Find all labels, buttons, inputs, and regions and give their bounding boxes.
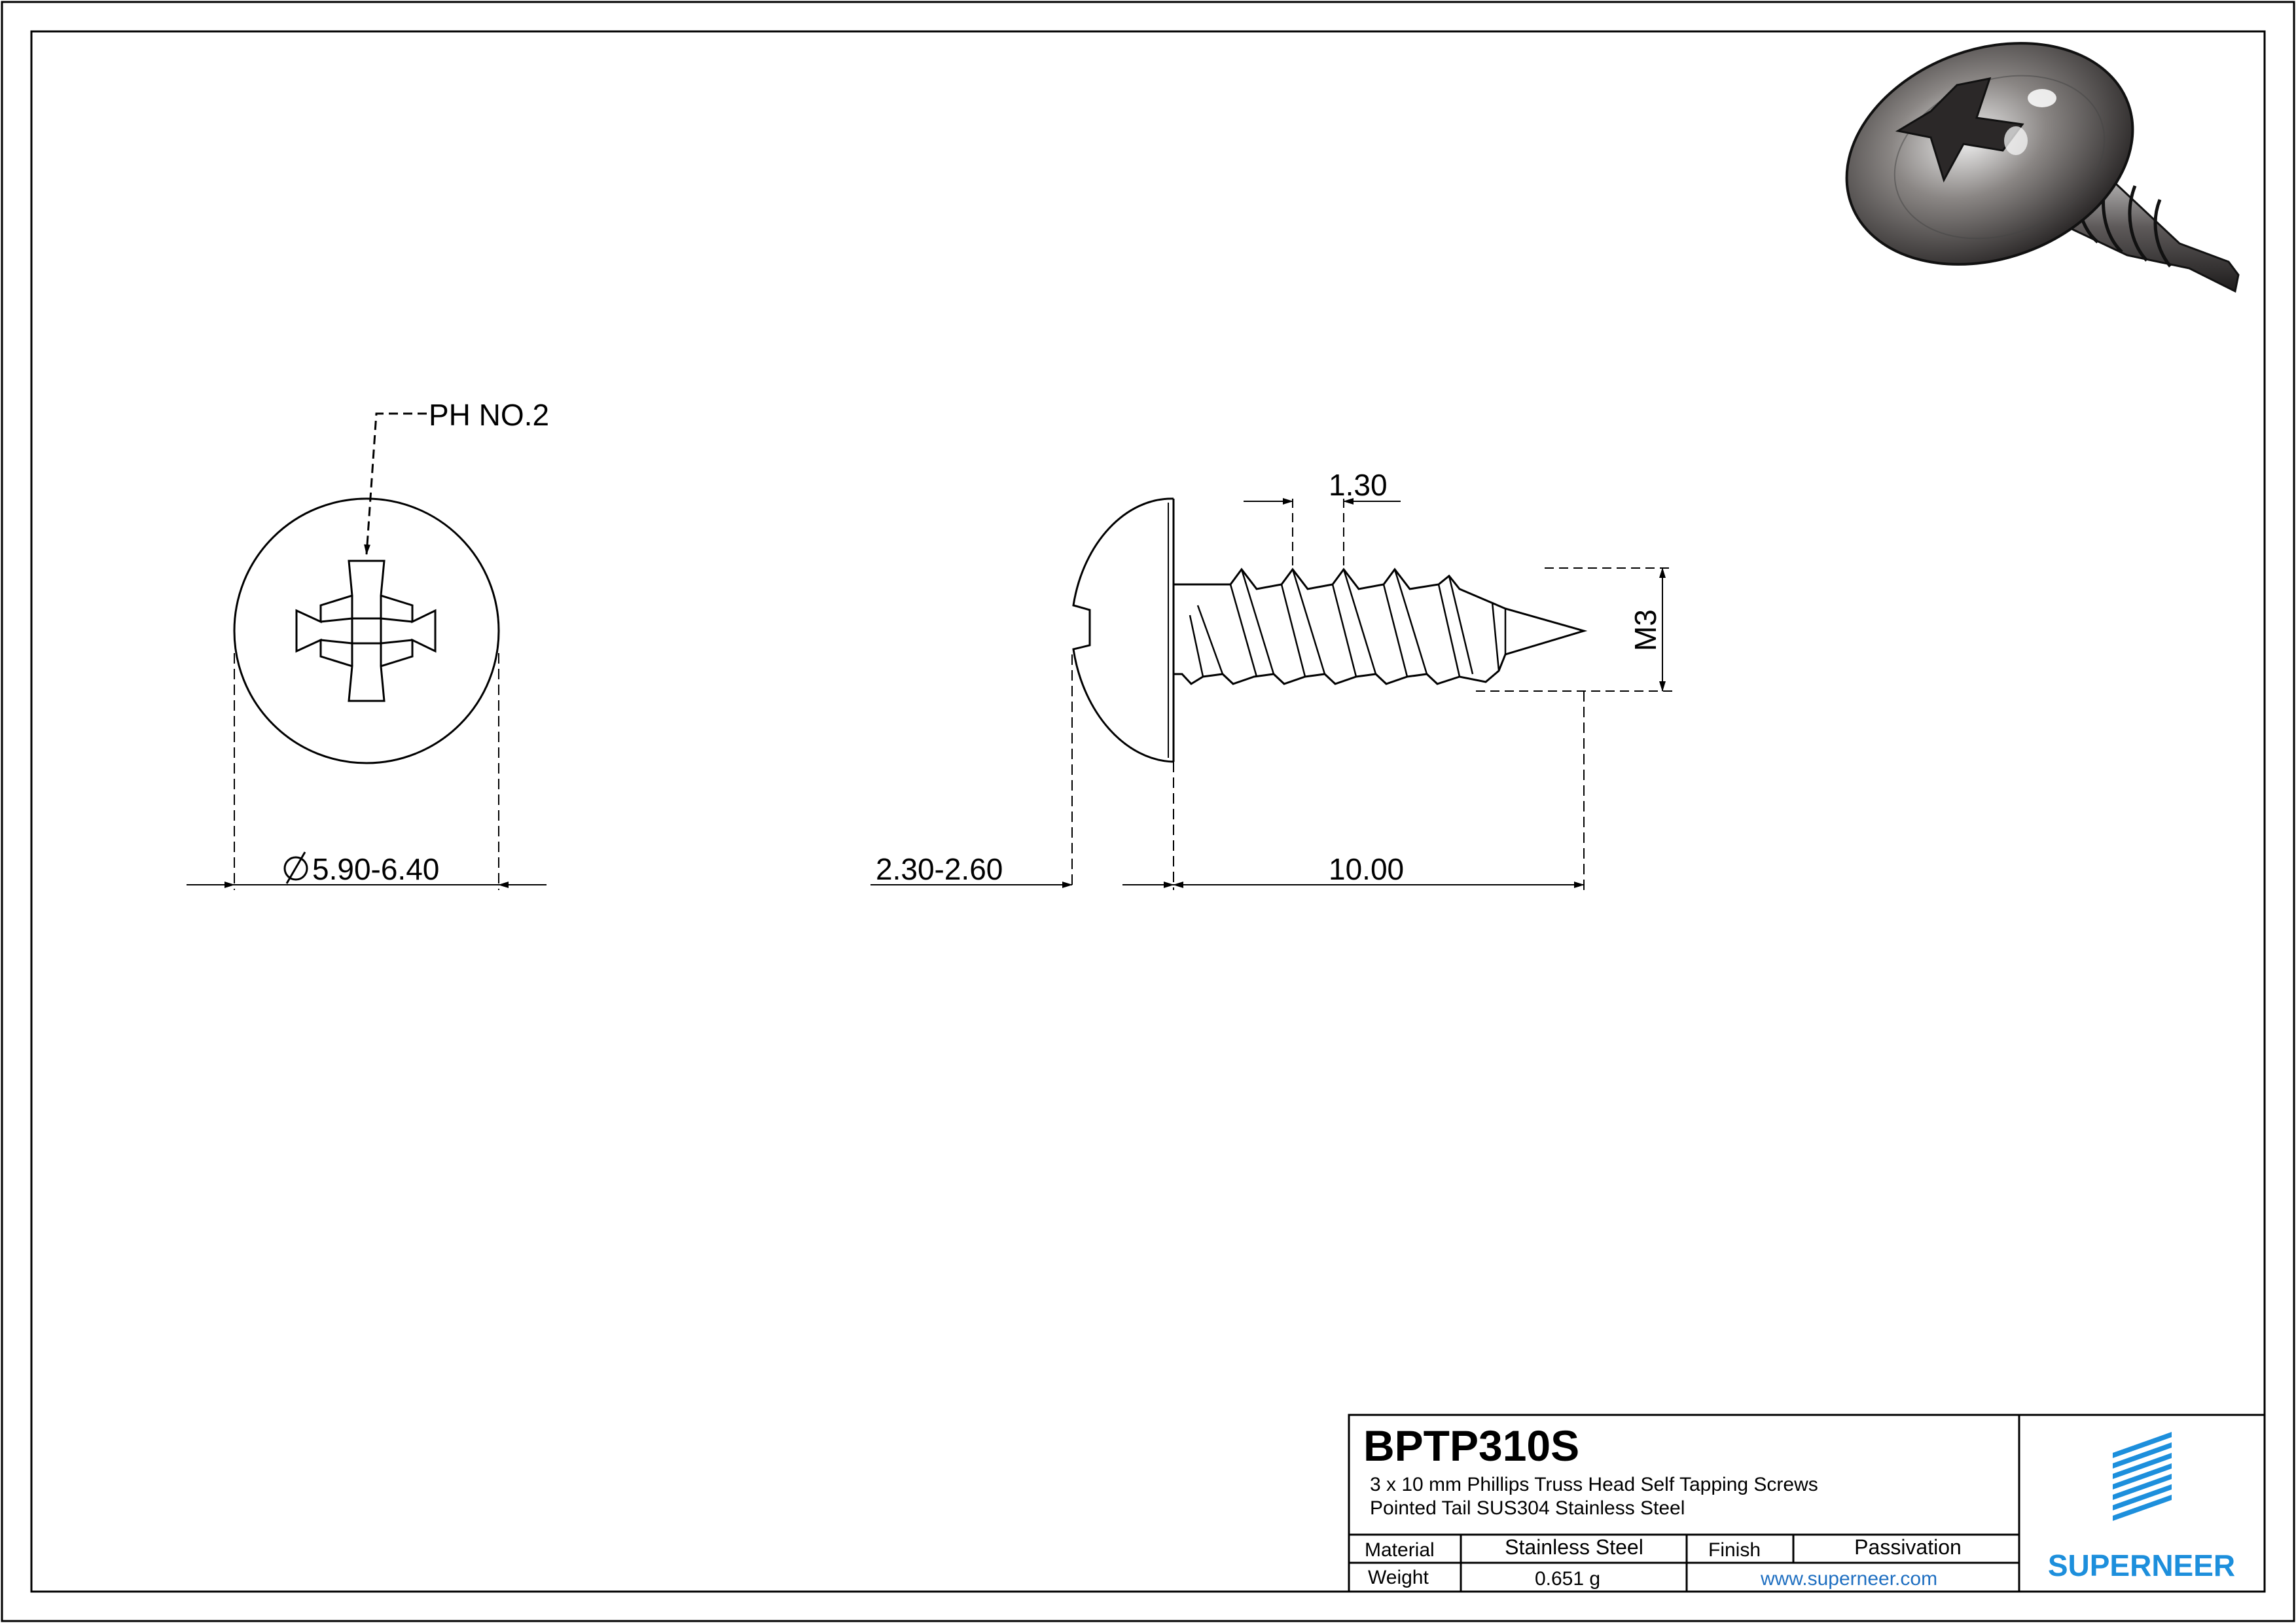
website-link[interactable]: www.superneer.com bbox=[1760, 1568, 1937, 1590]
pitch-label: 1.30 bbox=[1329, 468, 1388, 502]
length-label: 10.00 bbox=[1329, 852, 1404, 886]
truss-head bbox=[1072, 497, 1174, 763]
drive-leader bbox=[364, 412, 427, 555]
screw-3d-illustration bbox=[1845, 42, 2240, 293]
drive-label: PH NO.2 bbox=[429, 398, 549, 432]
thread-flanks bbox=[1189, 569, 1507, 677]
description-line-1: 3 x 10 mm Phillips Truss Head Self Tappi… bbox=[1370, 1474, 1818, 1495]
phillips-inner-cross bbox=[320, 596, 413, 666]
diameter-icon bbox=[283, 851, 308, 884]
company-name: SUPERNEER bbox=[2048, 1548, 2235, 1582]
head-diameter-label: 5.90-6.40 bbox=[312, 852, 439, 886]
top-view bbox=[187, 412, 547, 890]
superneer-logo-icon bbox=[2113, 1432, 2172, 1521]
weight-value: 0.651 g bbox=[1535, 1568, 1600, 1590]
thread-label: M3 bbox=[1628, 609, 1662, 651]
head-height-label: 2.30-2.60 bbox=[876, 852, 1003, 886]
phillips-cross bbox=[295, 560, 437, 702]
finish-label: Finish bbox=[1708, 1539, 1761, 1561]
finish-value: Passivation bbox=[1854, 1535, 1962, 1559]
shank bbox=[1174, 567, 1588, 685]
title-block bbox=[1348, 1414, 2266, 1593]
description-line-2: Pointed Tail SUS304 Stainless Steel bbox=[1370, 1497, 1685, 1519]
material-label: Material bbox=[1365, 1539, 1435, 1561]
side-view bbox=[870, 497, 1672, 890]
head-circle bbox=[233, 497, 500, 764]
inner-border bbox=[30, 30, 2266, 1593]
weight-label: Weight bbox=[1368, 1567, 1429, 1588]
material-value: Stainless Steel bbox=[1505, 1535, 1643, 1559]
part-number: BPTP310S bbox=[1363, 1421, 1579, 1470]
